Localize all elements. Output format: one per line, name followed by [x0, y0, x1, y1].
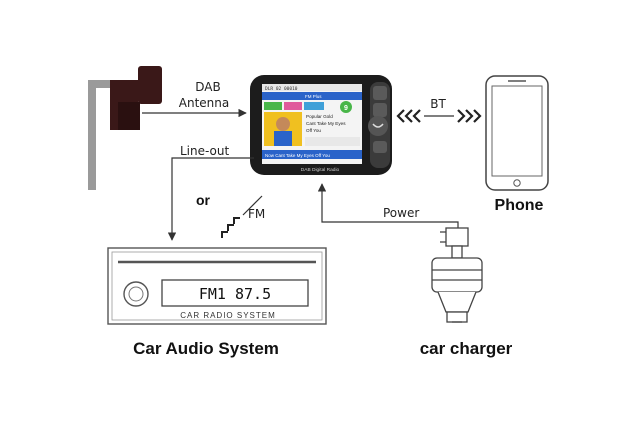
device-knob: [368, 116, 388, 136]
device-button-1: [373, 86, 387, 100]
line-out-arrow: [167, 157, 254, 241]
fm-label: FM: [248, 207, 265, 221]
device-brand: DAB Digital Radio: [301, 167, 340, 173]
phone-label: Phone: [495, 197, 544, 214]
screen-list-item-2: Cant Take My Eyes: [306, 121, 346, 126]
car-charger: [431, 227, 483, 323]
radio-display: [161, 279, 309, 307]
screen-ticker-text: Now Cant Take My Eyes Off You: [265, 153, 330, 158]
screen-blue-bar: [262, 92, 362, 100]
antenna-glass-strip: [88, 80, 96, 190]
screen-header-left: DLR 02 00010: [265, 86, 298, 92]
screen-header-mid: FM Plus: [305, 94, 322, 99]
usb-plug: [445, 227, 469, 247]
device-button-2: [373, 103, 387, 117]
radio-caption: CAR RADIO SYSTEM: [180, 311, 276, 320]
antenna-label: Antenna: [179, 96, 229, 110]
device-button-3: [373, 141, 387, 153]
dab-antenna: [88, 66, 162, 190]
antenna-head: [138, 66, 162, 104]
car-audio-system-label: Car Audio System: [133, 339, 279, 358]
phone: [485, 75, 549, 191]
power-label: Power: [383, 206, 419, 220]
radio-volume-knob: [123, 281, 149, 307]
screen-list-item-3: Off You: [306, 128, 321, 133]
screen-badge-number: 9: [344, 105, 348, 112]
fm-chevrons: [221, 217, 240, 238]
phone-call-icon: [372, 123, 384, 128]
phone-home-button: [513, 179, 521, 187]
or-label: or: [196, 192, 211, 208]
fm-line: [242, 195, 263, 216]
bt-right-chevrons: [457, 109, 482, 123]
bt-left-chevrons: [396, 109, 421, 123]
radio-display-text: FM1 87.5: [199, 285, 271, 303]
car-charger-label: car charger: [420, 339, 513, 358]
screen-ticker: [262, 150, 362, 159]
power-arrow: [317, 183, 459, 228]
screen-badge: [340, 101, 352, 113]
screen-list-item-1: Popular Gold: [306, 114, 333, 119]
line-out-label: Line-out: [180, 144, 230, 158]
dab-device: DLR 02 00010 FM Plus 9 Popular Gold Cant…: [250, 75, 392, 175]
car-radio: FM1 87.5 CAR RADIO SYSTEM: [107, 247, 327, 325]
bt-label: BT: [430, 97, 446, 111]
dab-label: DAB: [195, 80, 220, 94]
phone-screen: [491, 85, 543, 177]
charger-body: [431, 257, 483, 293]
